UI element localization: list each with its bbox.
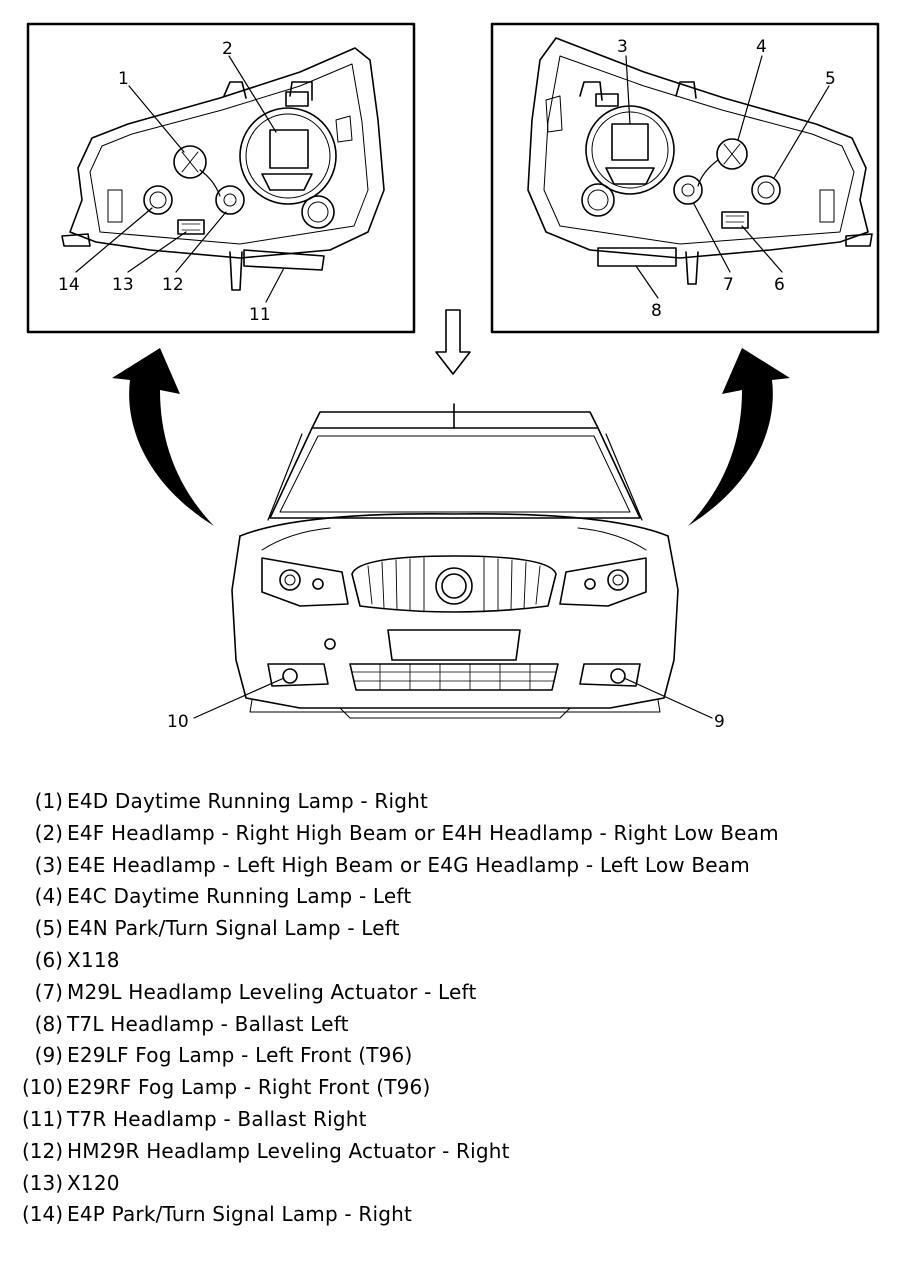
legend-item-text: E4C Daytime Running Lamp - Left <box>67 884 412 909</box>
callout-10: 10 <box>167 712 189 732</box>
legend-item: (6)X118 <box>0 945 911 977</box>
callout-8: 8 <box>651 301 662 321</box>
legend-item-number: (8) <box>34 1011 63 1036</box>
legend-item: (11)T7R Headlamp - Ballast Right <box>0 1104 911 1136</box>
callout-12: 12 <box>162 275 184 295</box>
legend-item-number: (4) <box>34 884 63 909</box>
legend-item-text: E4F Headlamp - Right High Beam or E4H He… <box>67 820 779 845</box>
legend-item-text: E4D Daytime Running Lamp - Right <box>67 789 429 813</box>
legend-item: (10)E29RF Fog Lamp - Right Front (T96) <box>0 1072 911 1104</box>
callout-numbers: 1 2 3 4 5 6 7 8 9 10 11 12 13 14 <box>58 37 836 732</box>
legend-item-text: X118 <box>67 947 120 972</box>
legend-item: (12)HM29R Headlamp Leveling Actuator - R… <box>0 1136 911 1168</box>
callout-9: 9 <box>714 712 725 732</box>
legend-item: (13)X120 <box>0 1168 911 1200</box>
legend-item: (2)E4F Headlamp - Right High Beam or E4H… <box>0 818 911 850</box>
legend-item-text: E4N Park/Turn Signal Lamp - Left <box>67 916 400 941</box>
legend-item-number: (3) <box>34 852 63 877</box>
legend-item: (3)E4E Headlamp - Left High Beam or E4G … <box>0 850 911 882</box>
legend-item-text: T7L Headlamp - Ballast Left <box>67 1011 349 1036</box>
legend-item-text: E4E Headlamp - Left High Beam or E4G Hea… <box>67 852 750 877</box>
legend-item-text: M29L Headlamp Leveling Actuator - Left <box>67 979 477 1004</box>
callout-4: 4 <box>756 37 767 57</box>
legend-item-text: E29LF Fog Lamp - Left Front (T96) <box>67 1043 413 1068</box>
left-headlamp-assembly <box>527 37 873 285</box>
legend-item-number: (2) <box>34 820 63 845</box>
right-headlamp-detail-panel <box>26 22 416 334</box>
legend-item-text: E4P Park/Turn Signal Lamp - Right <box>67 1202 413 1227</box>
callout-14: 14 <box>58 275 80 295</box>
down-arrow <box>435 309 471 375</box>
leader-lines-right-panel <box>75 55 285 303</box>
legend-item-number: (11) <box>21 1106 63 1131</box>
legend-item-number: (14) <box>21 1202 63 1227</box>
legend-item-number: (6) <box>34 947 63 972</box>
component-location-diagram: 1 2 3 4 5 6 7 8 9 10 11 12 13 14 <box>26 22 880 732</box>
legend-item: (7)M29L Headlamp Leveling Actuator - Lef… <box>0 977 911 1009</box>
legend-item-number: (12) <box>21 1138 63 1163</box>
component-legend: (1)E4D Daytime Running Lamp - Right(2)E4… <box>0 786 911 1231</box>
legend-item-text: T7R Headlamp - Ballast Right <box>67 1106 367 1131</box>
callout-3: 3 <box>617 37 628 57</box>
legend-item-number: (1) <box>34 789 63 813</box>
callout-7: 7 <box>723 275 734 295</box>
legend-item: (9)E29LF Fog Lamp - Left Front (T96) <box>0 1040 911 1072</box>
leader-lines-left-panel <box>625 55 830 299</box>
legend-item: (4)E4C Daytime Running Lamp - Left <box>0 881 911 913</box>
legend-item-number: (10) <box>21 1075 63 1100</box>
callout-1: 1 <box>118 69 129 89</box>
legend-item-text: X120 <box>67 1170 120 1195</box>
legend-item-number: (13) <box>21 1170 63 1195</box>
callout-5: 5 <box>825 69 836 89</box>
vehicle-front-view <box>231 403 679 719</box>
legend-item: (14)E4P Park/Turn Signal Lamp - Right <box>0 1199 911 1231</box>
legend-item-number: (5) <box>34 916 63 941</box>
curved-arrow-left <box>112 348 214 526</box>
left-headlamp-detail-panel <box>490 22 880 334</box>
right-headlamp-assembly <box>61 47 385 291</box>
legend-item-number: (7) <box>34 979 63 1004</box>
callout-13: 13 <box>112 275 134 295</box>
curved-arrow-right <box>688 348 790 526</box>
legend-item: (1)E4D Daytime Running Lamp - Right <box>0 786 911 818</box>
callout-2: 2 <box>222 39 233 59</box>
legend-item-text: E29RF Fog Lamp - Right Front (T96) <box>67 1075 431 1100</box>
legend-item: (5)E4N Park/Turn Signal Lamp - Left <box>0 913 911 945</box>
legend-item: (8)T7L Headlamp - Ballast Left <box>0 1009 911 1041</box>
legend-item-text: HM29R Headlamp Leveling Actuator - Right <box>67 1138 510 1163</box>
callout-6: 6 <box>774 275 785 295</box>
callout-11: 11 <box>249 305 271 325</box>
leader-lines-vehicle <box>193 677 713 719</box>
legend-item-number: (9) <box>34 1043 63 1068</box>
